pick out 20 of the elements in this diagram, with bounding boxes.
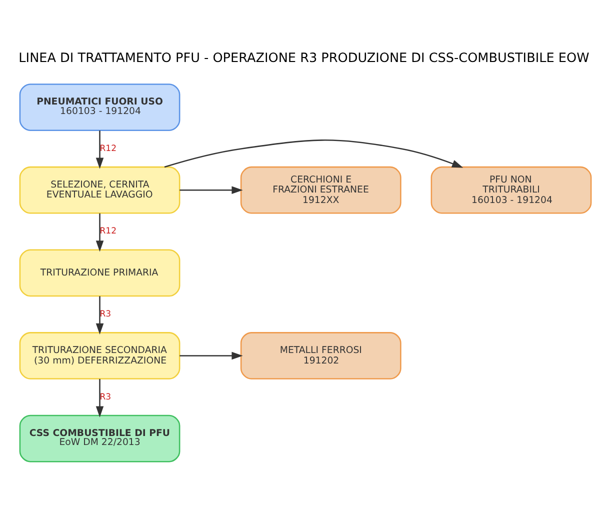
node-box: METALLI FERROSI 191202 xyxy=(240,332,402,379)
diagram-title: LINEA DI TRATTAMENTO PFU - OPERAZIONE R3 PRODUZIONE DI CSS-COMBUSTIBILE EOW xyxy=(18,50,590,66)
node-box: PFU NON TRITURABILI 160103 - 191204 xyxy=(430,166,592,214)
node-box: TRITURAZIONE PRIMARIA xyxy=(19,248,180,296)
node-box: TRITURAZIONE SECONDARIA (30 mm) DEFERRIZZAZIONE xyxy=(19,332,180,379)
arrow xyxy=(180,351,243,360)
arrow xyxy=(96,378,104,417)
arrow xyxy=(164,139,464,168)
edge-label: R12 xyxy=(100,143,117,154)
arrow xyxy=(96,296,104,334)
node-box: PNEUMATICI FUORI USO 160103 - 191204 xyxy=(19,83,180,130)
edge-label: R3 xyxy=(100,308,112,319)
edge-label: R12 xyxy=(100,226,117,236)
arrow xyxy=(96,212,104,252)
arrow xyxy=(96,130,104,168)
edge-label: R3 xyxy=(100,392,112,402)
node-box: SELEZIONE, CERNITA EVENTUALE LAVAGGIO xyxy=(19,166,180,214)
node-box: CSS COMBUSTIBILE DI PFU EoW DM 22/2013 xyxy=(19,414,180,462)
node-box: CERCHIONI E FRAZIONI ESTRANEE 1912XX xyxy=(240,166,402,214)
arrow xyxy=(180,186,243,194)
